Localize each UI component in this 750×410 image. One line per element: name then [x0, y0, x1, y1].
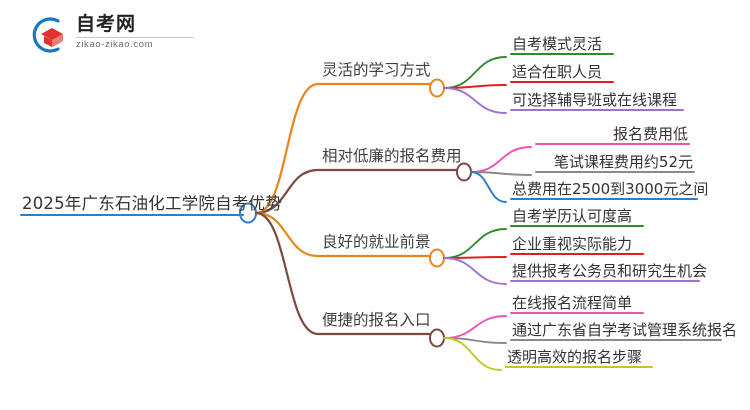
leaf-node-1-2-underline [510, 198, 698, 200]
site-logo: 自考网 zikao-zikao.com [28, 12, 198, 58]
leaf-node-3-2[interactable]: 透明高效的报名步骤 [505, 349, 653, 368]
logo-title: 自考网 [76, 13, 137, 35]
branch-node-0[interactable]: 灵活的学习方式 [320, 61, 431, 80]
branch-connector-1[interactable] [456, 162, 472, 182]
leaf-node-3-2-underline [505, 366, 653, 368]
leaf-node-1-1-label: 笔试课程费用约52元 [553, 153, 693, 171]
leaf-wire-0-2 [443, 87, 507, 114]
logo-subtitle: zikao-zikao.com [76, 39, 154, 50]
leaf-node-1-0[interactable]: 报名费用低 [535, 126, 690, 145]
leaf-node-3-1-underline [510, 339, 722, 341]
leaf-node-2-2-label: 提供报考公务员和研究生机会 [512, 262, 708, 280]
logo-text-block: 自考网 zikao-zikao.com [76, 12, 196, 52]
logo-divider [76, 37, 194, 38]
leaf-node-2-0[interactable]: 自考学历认可度高 [510, 208, 644, 227]
branch-node-0-label: 灵活的学习方式 [322, 61, 431, 79]
leaf-node-1-2[interactable]: 总费用在2500到3000元之间 [510, 180, 709, 200]
leaf-wire-1-1 [470, 171, 532, 176]
leaf-wire-0-1 [443, 84, 507, 89]
leaf-node-2-2[interactable]: 提供报考公务员和研究生机会 [510, 262, 708, 282]
leaf-node-0-1[interactable]: 适合在职人员 [510, 64, 614, 83]
leaf-node-1-1-underline [535, 171, 695, 173]
leaf-wire-3-0 [443, 315, 507, 339]
leaf-node-3-2-label: 透明高效的报名步骤 [507, 348, 643, 366]
leaf-node-2-1-underline [510, 253, 644, 255]
branch-node-1[interactable]: 相对低廉的报名费用 [320, 147, 462, 166]
leaf-node-0-1-label: 适合在职人员 [512, 63, 603, 81]
leaf-wire-0-0 [443, 56, 507, 89]
leaf-wire-2-0 [443, 228, 507, 259]
leaf-wire-3-2 [443, 337, 502, 371]
leaf-node-2-2-underline [510, 280, 700, 282]
leaf-node-3-0-label: 在线报名流程简单 [512, 294, 633, 312]
leaf-node-0-2-underline [510, 109, 684, 111]
branch-node-1-label: 相对低廉的报名费用 [322, 147, 462, 165]
branch-connector-0[interactable] [429, 78, 445, 98]
leaf-node-2-1[interactable]: 企业重视实际能力 [510, 236, 644, 255]
leaf-node-1-0-underline [535, 143, 690, 145]
leaf-node-3-1[interactable]: 通过广东省自学考试管理系统报名 [510, 321, 738, 341]
branch-wire-3 [254, 211, 320, 336]
root-node[interactable]: 2025年广东石油化工学院自考优势 [20, 194, 282, 216]
leaf-node-0-0[interactable]: 自考模式灵活 [510, 36, 614, 55]
leaf-node-0-0-underline [510, 53, 614, 55]
branch-node-3[interactable]: 便捷的报名入口 [320, 311, 431, 330]
leaf-node-2-0-underline [510, 225, 644, 227]
leaf-node-2-0-label: 自考学历认可度高 [512, 207, 633, 225]
leaf-node-1-1[interactable]: 笔试课程费用约52元 [535, 154, 695, 173]
branch-node-3-label: 便捷的报名入口 [322, 311, 431, 329]
leaf-wire-1-0 [470, 146, 532, 173]
leaf-wire-1-2 [470, 171, 507, 203]
leaf-node-0-2[interactable]: 可选择辅导班或在线课程 [510, 92, 684, 111]
root-node-underline [20, 213, 244, 216]
leaf-node-3-1-label: 通过广东省自学考试管理系统报名 [512, 321, 738, 339]
leaf-node-2-1-label: 企业重视实际能力 [512, 235, 633, 253]
leaf-node-0-0-label: 自考模式灵活 [512, 35, 603, 53]
root-node-label: 2025年广东石油化工学院自考优势 [22, 194, 282, 213]
leaf-node-3-0-underline [510, 312, 644, 314]
zikao-logo-icon [28, 14, 70, 56]
branch-wire-2 [254, 211, 320, 258]
branch-node-2-label: 良好的就业前景 [322, 233, 431, 251]
leaf-wire-2-1 [443, 256, 507, 259]
leaf-node-3-0[interactable]: 在线报名流程简单 [510, 295, 644, 314]
leaf-wire-2-2 [443, 257, 507, 285]
leaf-wire-3-1 [443, 337, 507, 344]
leaf-node-0-2-label: 可选择辅导班或在线课程 [512, 91, 678, 109]
leaf-node-0-1-underline [510, 81, 614, 83]
branch-node-2[interactable]: 良好的就业前景 [320, 233, 431, 252]
branch-connector-2[interactable] [429, 248, 445, 268]
leaf-node-1-0-label: 报名费用低 [612, 125, 688, 143]
branch-connector-3[interactable] [429, 328, 445, 348]
leaf-node-1-2-label: 总费用在2500到3000元之间 [512, 180, 709, 198]
